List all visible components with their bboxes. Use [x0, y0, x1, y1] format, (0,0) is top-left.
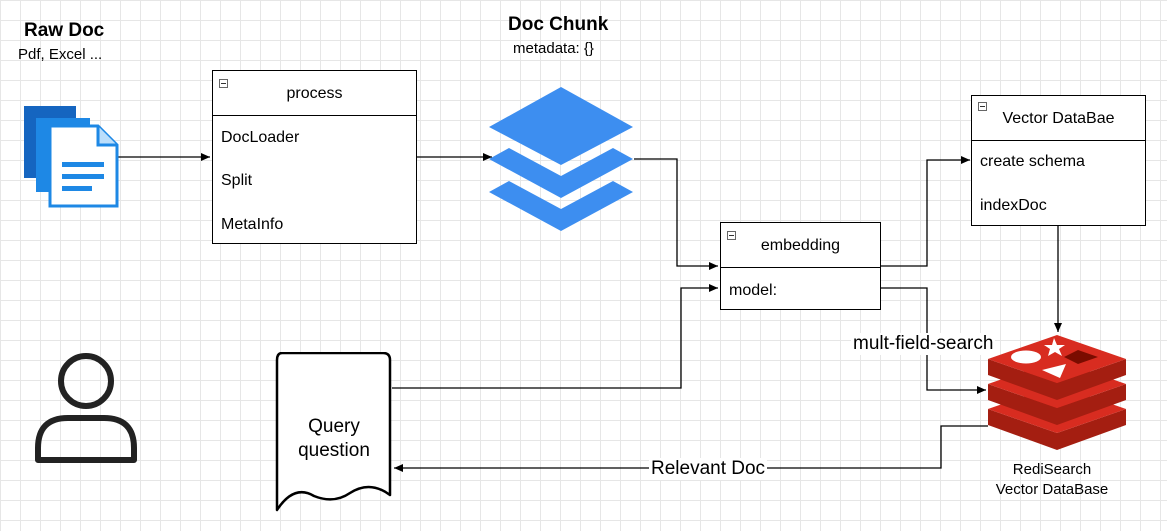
vector-db-item-indexdoc: indexDoc	[980, 197, 1047, 214]
edge-embedding-to-vectordb	[880, 156, 970, 267]
embedding-box[interactable]: embedding model:	[720, 222, 881, 310]
redis-label-line1: RediSearch	[1012, 461, 1092, 478]
raw-doc-title: Raw Doc	[24, 20, 105, 41]
vector-db-header: Vector DataBae	[972, 96, 1145, 141]
edge-query-to-model	[392, 284, 718, 389]
raw-doc-subtitle: Pdf, Excel ...	[18, 46, 103, 63]
redis-label-line2: Vector DataBase	[995, 481, 1109, 498]
redis-icon	[988, 335, 1126, 450]
process-item-metainfo: MetaInfo	[221, 216, 284, 233]
doc-chunk-title: Doc Chunk	[508, 14, 609, 35]
query-label-line1: Query	[308, 416, 360, 437]
embedding-item-model: model:	[729, 282, 778, 299]
user-icon	[35, 353, 137, 463]
redis-label: RediSearch Vector DataBase	[985, 460, 1119, 500]
process-header: process	[213, 71, 416, 116]
embedding-header: embedding	[721, 223, 880, 268]
vector-db-title: Vector DataBae	[1002, 110, 1115, 127]
query-document-shape[interactable]	[274, 352, 394, 512]
doc-chunk-subtitle: metadata: {}	[513, 40, 594, 57]
process-title: process	[286, 85, 343, 102]
edge-label-mult-field-search: mult-field-search	[851, 333, 996, 355]
layers-icon	[489, 87, 633, 231]
vector-db-item-create-schema: create schema	[980, 153, 1085, 170]
edge-label-relevant-doc: Relevant Doc	[649, 458, 768, 480]
collapse-icon[interactable]	[978, 102, 987, 111]
collapse-icon[interactable]	[219, 79, 228, 88]
vector-db-box[interactable]: Vector DataBae create schema indexDoc	[971, 95, 1146, 226]
query-label-line2: question	[298, 440, 370, 461]
collapse-icon[interactable]	[727, 231, 736, 240]
documents-icon	[24, 106, 119, 208]
query-label: Query question	[274, 415, 394, 463]
embedding-title: embedding	[760, 237, 841, 254]
edge-chunk-to-embedding	[634, 158, 718, 270]
process-item-split: Split	[221, 172, 253, 189]
process-item-docloader: DocLoader	[221, 129, 300, 146]
process-box[interactable]: process DocLoader Split MetaInfo	[212, 70, 417, 244]
